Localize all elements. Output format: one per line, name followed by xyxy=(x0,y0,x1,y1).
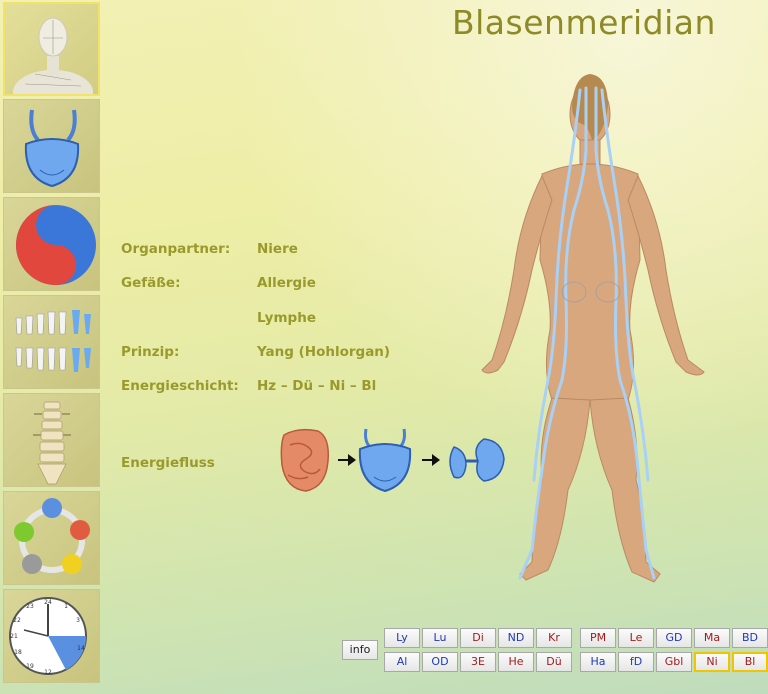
gefaesse-value-lymphe: Lymphe xyxy=(257,310,316,326)
gefaesse-value-allergie: Allergie xyxy=(257,275,316,291)
meridian-button-bd[interactable]: BD xyxy=(732,628,768,648)
gefaesse-label: Gefäße: xyxy=(121,275,181,291)
body-silhouette xyxy=(481,83,705,583)
meridian-button-due[interactable]: Dü xyxy=(536,652,572,672)
page-title: Blasenmeridian xyxy=(452,3,716,42)
meridian-button-kr[interactable]: Kr xyxy=(536,628,572,648)
organpartner-label: Organpartner: xyxy=(121,241,231,257)
energieschicht-value: Hz – Dü – Ni – Bl xyxy=(257,378,377,394)
clock-num: 19 xyxy=(26,663,34,670)
sidebar-item-yin-yang[interactable] xyxy=(3,197,100,291)
meridian-button-gbl[interactable]: Gbl xyxy=(656,652,692,672)
kidney-icon xyxy=(449,438,505,482)
meridian-button-he[interactable]: He xyxy=(498,652,534,672)
meridian-button-gd[interactable]: GD xyxy=(656,628,692,648)
clock-num: 1 xyxy=(64,603,68,610)
meridian-button-al[interactable]: Al xyxy=(384,652,420,672)
clock-num: 18 xyxy=(14,649,22,656)
meridian-button-di[interactable]: Di xyxy=(460,628,496,648)
acupuncture-head-icon xyxy=(13,17,93,94)
meridian-button-bl[interactable]: Bl xyxy=(732,652,768,672)
bladder-meridian-line xyxy=(518,86,656,580)
meridian-button-fd[interactable]: fD xyxy=(618,652,654,672)
sidebar-item-organ-clock[interactable]: 24 23 22 21 18 19 1 3 14 12 xyxy=(3,589,100,683)
meridian-button-lu[interactable]: Lu xyxy=(422,628,458,648)
spine-icon xyxy=(33,401,71,485)
meridian-button-ma[interactable]: Ma xyxy=(694,628,730,648)
clock-num: 3 xyxy=(76,617,80,624)
info-button[interactable]: info xyxy=(342,640,378,660)
energiefluss-label: Energiefluss xyxy=(121,455,215,471)
sidebar-item-spine[interactable] xyxy=(3,393,100,487)
meridian-button-od[interactable]: OD xyxy=(422,652,458,672)
sidebar-item-bladder[interactable] xyxy=(3,99,100,193)
five-elements-icon xyxy=(14,498,90,574)
body-meridian-figure xyxy=(481,74,705,583)
clock-num: 23 xyxy=(26,603,34,610)
yin-yang-icon xyxy=(16,205,96,285)
energy-flow-diagram xyxy=(280,428,505,493)
organ-clock-icon: 24 23 22 21 18 19 1 3 14 12 xyxy=(9,597,87,676)
clock-num: 22 xyxy=(13,617,21,624)
meridian-button-ni[interactable]: Ni xyxy=(694,652,730,672)
sidebar-item-teeth[interactable] xyxy=(3,295,100,389)
meridian-button-le[interactable]: Le xyxy=(618,628,654,648)
small-intestine-icon xyxy=(280,428,330,492)
meridian-button-ly[interactable]: Ly xyxy=(384,628,420,648)
meridian-button-ha[interactable]: Ha xyxy=(580,652,616,672)
clock-num: 24 xyxy=(44,599,52,606)
bladder-icon xyxy=(358,428,412,493)
clock-num: 21 xyxy=(10,633,18,640)
arrow-right-icon xyxy=(338,454,356,466)
clock-num: 14 xyxy=(77,645,85,652)
sidebar: 24 23 22 21 18 19 1 3 14 12 xyxy=(0,0,102,694)
teeth-icon xyxy=(15,310,91,372)
bladder-icon xyxy=(24,109,80,188)
clock-num: 12 xyxy=(44,669,52,676)
sidebar-item-acupuncture-head[interactable] xyxy=(3,2,100,96)
meridian-button-3e[interactable]: 3E xyxy=(460,652,496,672)
arrow-right-icon xyxy=(422,454,440,466)
energieschicht-label: Energieschicht: xyxy=(121,378,239,394)
sidebar-item-five-elements[interactable] xyxy=(3,491,100,585)
meridian-button-nd[interactable]: ND xyxy=(498,628,534,648)
meridian-button-pm[interactable]: PM xyxy=(580,628,616,648)
prinzip-value: Yang (Hohlorgan) xyxy=(257,344,391,360)
prinzip-label: Prinzip: xyxy=(121,344,180,360)
organpartner-value: Niere xyxy=(257,241,298,257)
